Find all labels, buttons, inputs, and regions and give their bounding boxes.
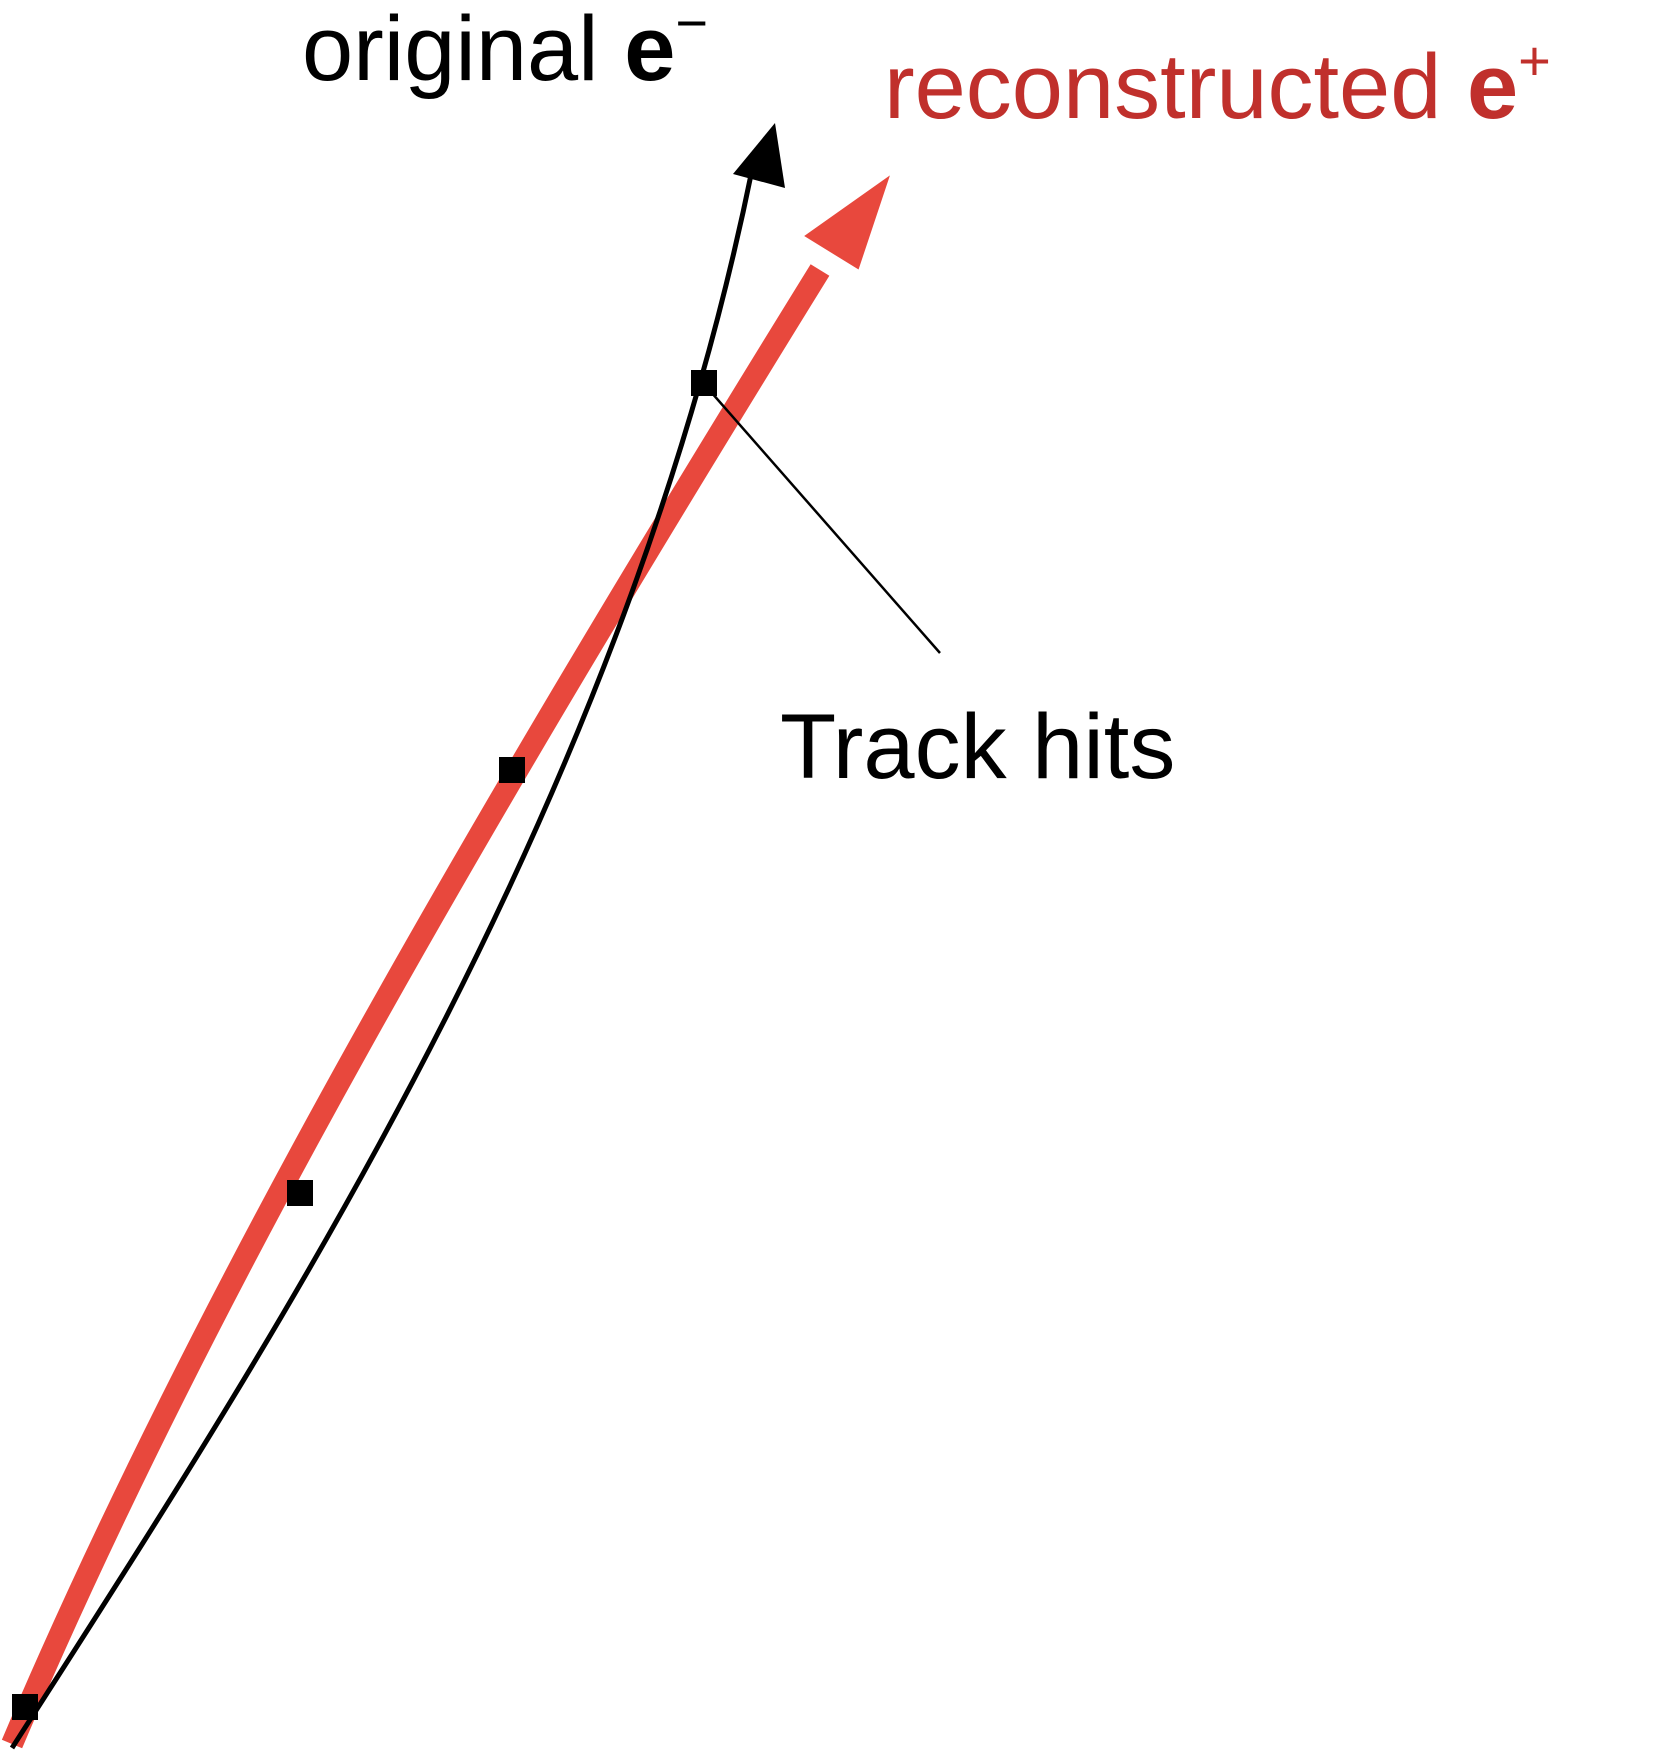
reconstructed-arrowhead: [804, 175, 890, 270]
reconstructed-label-particle: e: [1467, 36, 1518, 138]
reconstructed-label: reconstructed e+: [884, 29, 1551, 138]
reconstructed-label-text: reconstructed: [884, 36, 1441, 138]
reconstructed-track: [1, 264, 830, 1749]
original-label: original e−: [302, 0, 708, 100]
hits-leader-line: [703, 383, 941, 654]
original-label-text: original: [302, 0, 599, 100]
track-hits-label: Track hits: [780, 696, 1175, 798]
track-hit-1: [12, 1694, 38, 1720]
original-label-particle: e: [624, 0, 675, 100]
original-label-charge: −: [675, 0, 708, 54]
track-hit-4: [691, 370, 717, 396]
reconstructed-label-charge: +: [1518, 29, 1551, 92]
track-hit-2: [287, 1180, 313, 1206]
original-arrowhead: [733, 123, 785, 188]
original-track: [9, 169, 755, 1750]
track-hit-3: [499, 757, 525, 783]
